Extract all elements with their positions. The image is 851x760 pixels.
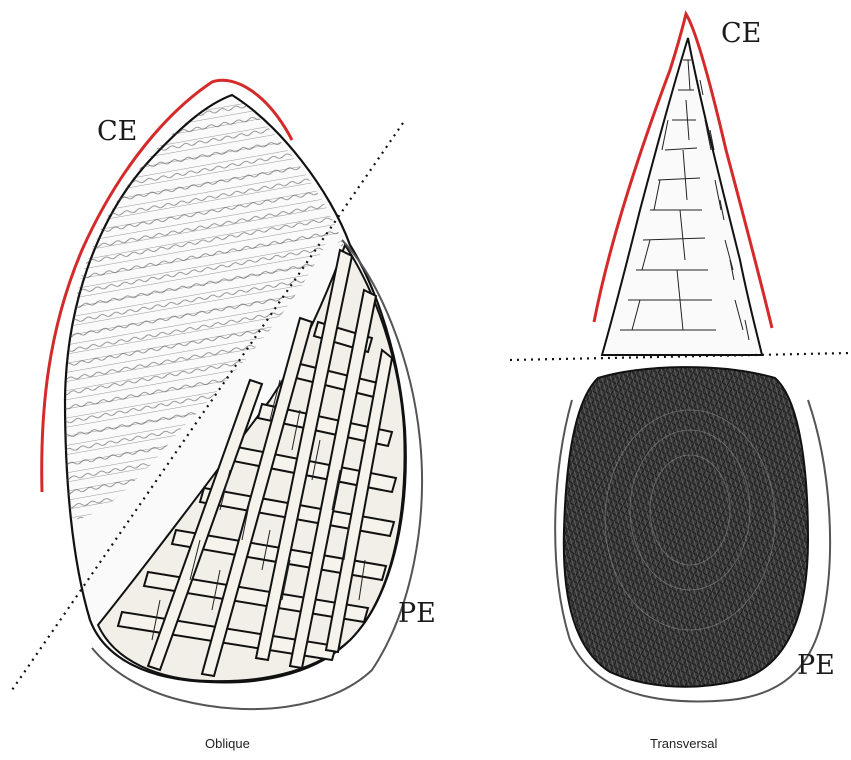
transversal-panel: CE PE Transversal xyxy=(510,14,851,751)
oblique-ce-label: CE xyxy=(97,116,137,147)
oblique-caption: Oblique xyxy=(205,736,250,751)
transversal-caption: Transversal xyxy=(650,736,718,751)
transversal-ce-label: CE xyxy=(721,18,761,49)
transversal-pe-label: PE xyxy=(797,650,835,681)
oblique-panel: CE PE Oblique xyxy=(12,80,436,751)
oblique-pe-label: PE xyxy=(398,598,436,629)
transversal-dark-body xyxy=(564,367,808,687)
